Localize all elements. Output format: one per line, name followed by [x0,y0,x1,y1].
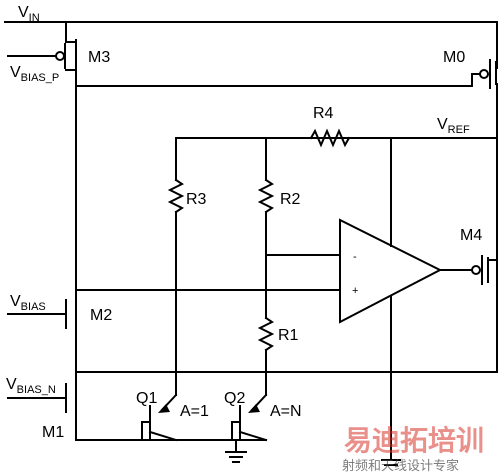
r4-label: R4 [313,105,334,122]
vbias-p-line [75,73,481,87]
transistor-m0 [471,59,498,89]
resistor-r1 [257,316,275,396]
transistor-m1 [7,371,241,441]
resistor-r3 [167,137,185,396]
r3-label: R3 [186,191,207,208]
q2-area-label: A=N [270,403,302,420]
m0-label: M0 [443,49,465,66]
m3-label: M3 [88,49,110,66]
vin-rail [4,21,498,69]
ground-symbol [225,439,401,466]
bjt-q1 [141,393,178,442]
opamp [75,137,473,461]
transistor-m3 [7,21,77,87]
q2-label: Q2 [224,390,245,407]
resistor-r2 [257,137,275,319]
m2-label: M2 [90,307,112,324]
m4-label: M4 [460,227,482,244]
q1-area-label: A=1 [180,403,209,420]
resistor-r4 [309,128,351,148]
r1-label: R1 [278,327,299,344]
opamp-minus-label: - [353,251,357,263]
r2-label: R2 [280,191,301,208]
vbias-label: VBIAS [10,293,46,313]
transistor-m4 [471,137,498,373]
opamp-plus-label: + [352,285,358,297]
vin-label: VIN [18,4,40,24]
vref-label: VREF [437,116,470,136]
m1-label: M1 [42,424,64,441]
vbias-p-label: VBIAS_P [10,64,59,84]
vbias-n-label: VBIAS_N [6,376,56,396]
bjt-q2 [231,393,268,442]
watermark-main: 易迪拓培训 [344,424,484,457]
watermark-sub: 射频和天线设计专家 [342,458,459,474]
q1-label: Q1 [136,390,157,407]
transistor-m2 [7,299,77,373]
